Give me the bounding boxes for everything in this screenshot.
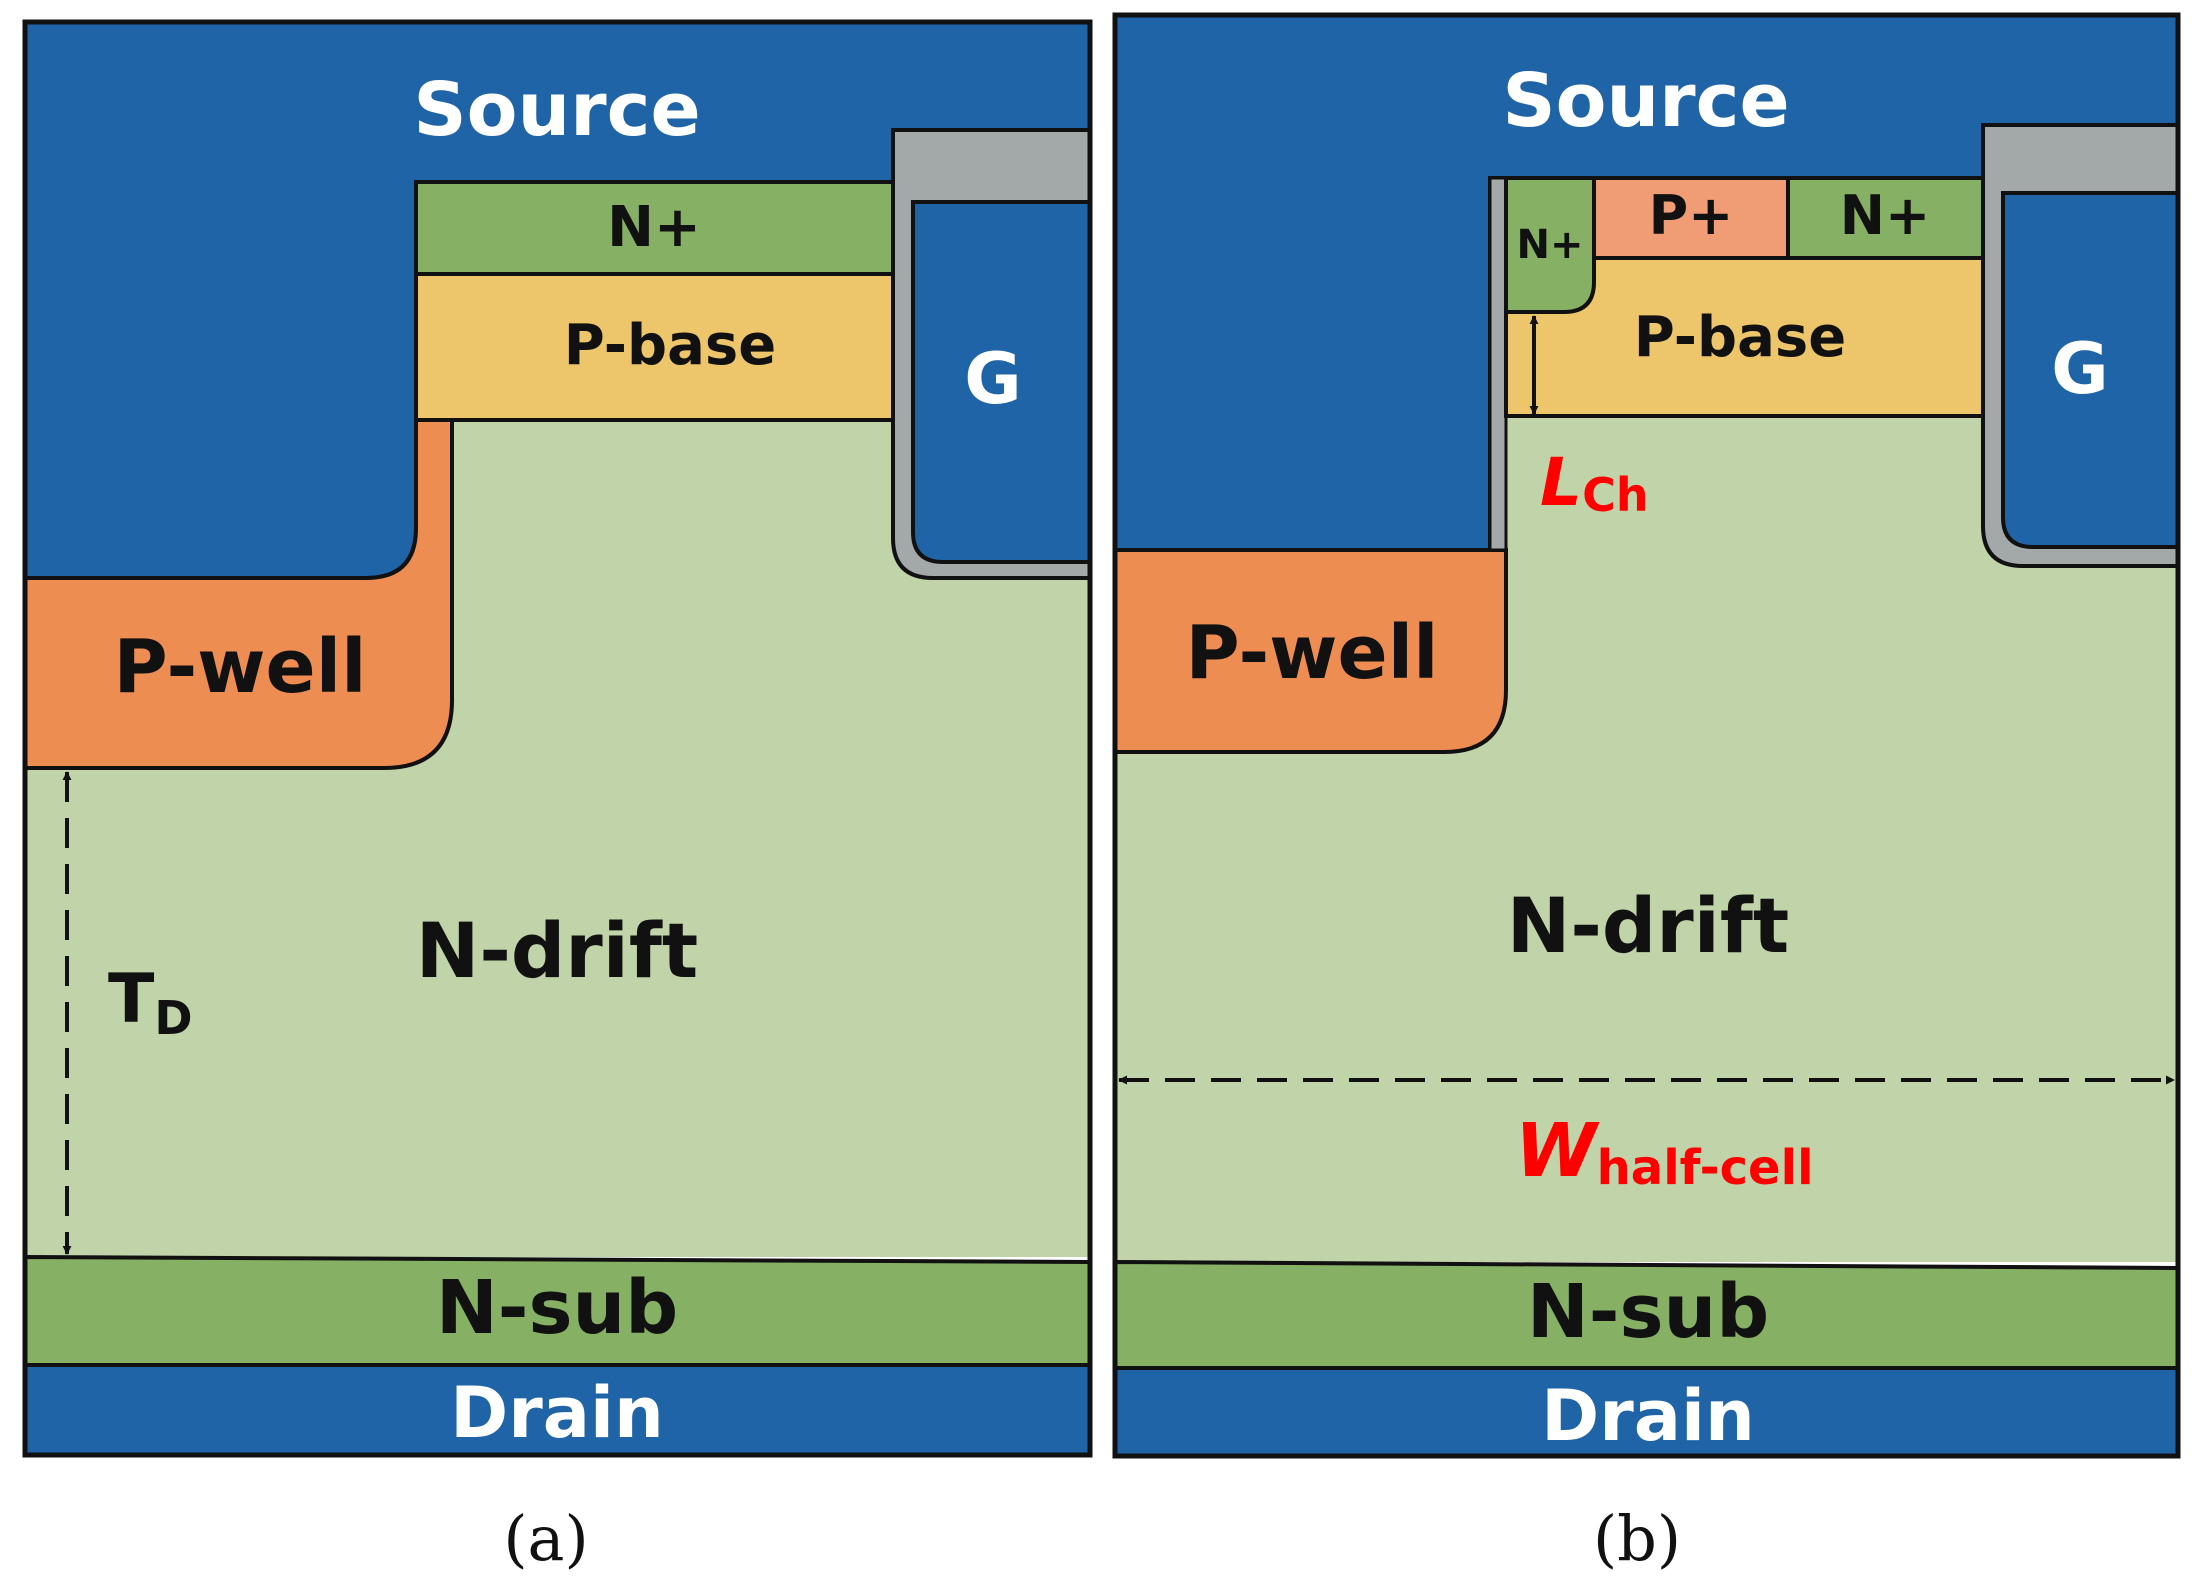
panel-b: Source N+ P+ N+ P-base G LCh P-well N-dr… [1112, 12, 2181, 1575]
panel-b-n-plus-label: N+ [1840, 184, 1930, 247]
panel-a-p-well-label: P-well [114, 624, 367, 710]
panel-a-gate [911, 200, 1092, 564]
panel-a-gate-label: G [964, 338, 1021, 420]
panel-a-frame [22, 19, 1093, 1458]
panel-b-gate-label: G [2051, 328, 2108, 410]
panel-b-p-plus [1592, 176, 1790, 260]
panel-b-source-label: Source [1502, 58, 1789, 144]
panel-b-drain-label: Drain [1541, 1375, 1755, 1457]
panel-a-drain [23, 1363, 1092, 1457]
panel-b-p-well-label: P-well [1186, 610, 1439, 696]
panel-b-p-well [1113, 548, 1508, 754]
panel-b-frame [1112, 12, 2181, 1459]
panel-b-gate [2001, 191, 2180, 549]
panel-a-n-plus-label: N+ [607, 195, 701, 260]
panel-b-p-base-label: P-base [1634, 305, 1847, 370]
panel-a-caption: (a) [503, 1502, 588, 1575]
panel-a-p-base-label: P-base [564, 313, 777, 378]
panel-b-n-sub-label: N-sub [1527, 1269, 1769, 1355]
panel-b-side-oxide [1488, 176, 1508, 552]
panel-b-p-plus-label: P+ [1649, 184, 1734, 247]
panel-a-td-label: TD [108, 960, 193, 1045]
panel-a: Source N+ P-base G P-well N-drift TD N-s… [22, 19, 1093, 1575]
panel-a-p-well [23, 418, 454, 770]
panel-a-n-drift-label: N-drift [416, 906, 698, 995]
panel-b-caption: (b) [1593, 1502, 1681, 1575]
panel-b-n-drift-label: N-drift [1507, 881, 1789, 970]
panel-a-source-label: Source [413, 67, 700, 153]
panel-b-w-label: Whalf-cell [1515, 1108, 1814, 1196]
panel-b-n-plus-side [1504, 176, 1596, 314]
panel-a-p-base [414, 272, 895, 422]
panel-a-drain-label: Drain [450, 1372, 664, 1454]
panel-b-n-plus-side-label: N+ [1517, 222, 1584, 268]
panel-a-n-sub-label: N-sub [436, 1265, 678, 1351]
panel-b-lch-label: LCh [1540, 444, 1649, 522]
